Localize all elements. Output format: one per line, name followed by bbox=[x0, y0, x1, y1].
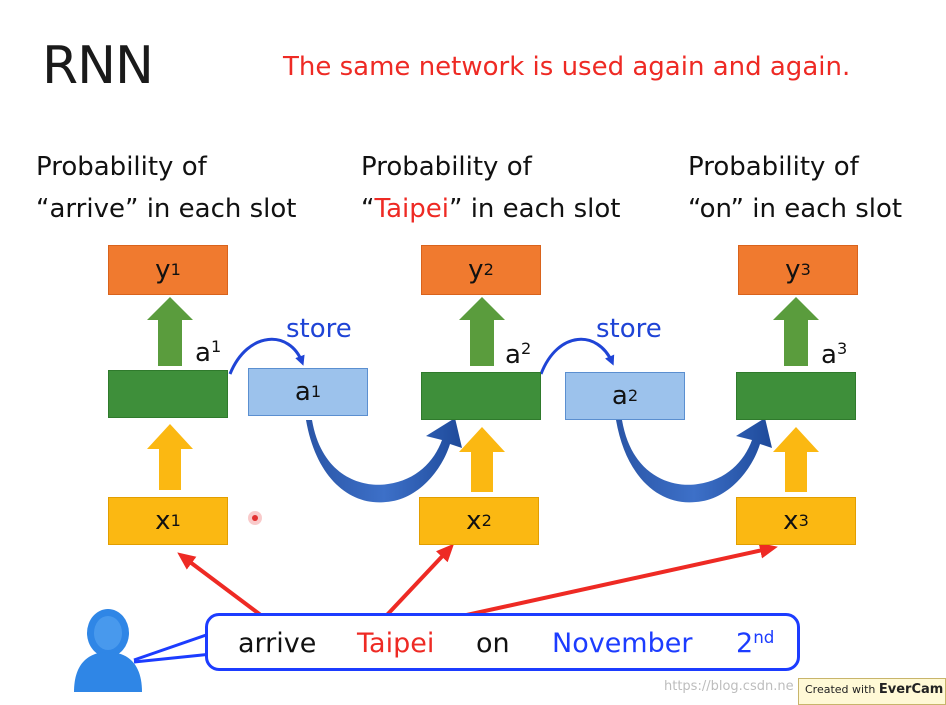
green-up-arrow-1 bbox=[147, 297, 193, 366]
up-arrows-green bbox=[147, 297, 819, 366]
green-up-arrow-2 bbox=[459, 297, 505, 366]
up-arrows-yellow bbox=[147, 424, 819, 492]
word-on: on bbox=[476, 628, 510, 659]
prob-word-on: on bbox=[699, 194, 731, 224]
hidden-label-a3: a3 bbox=[821, 339, 848, 370]
prob-caption-2-line2: “Taipei” in each slot bbox=[361, 194, 621, 224]
word-november: November bbox=[552, 628, 693, 659]
hidden-box-3 bbox=[736, 372, 856, 420]
pointer-arrow-on bbox=[461, 542, 778, 618]
store-arrow-1 bbox=[228, 338, 305, 375]
user-connector-1 bbox=[133, 631, 213, 662]
hidden-label-a1: a1 bbox=[195, 337, 222, 368]
prob-caption-1-line1: Probability of bbox=[36, 152, 207, 182]
prob-word-arrive: arrive bbox=[49, 194, 125, 224]
slide-subtitle: The same network is used again and again… bbox=[283, 52, 851, 82]
word-arrive: arrive bbox=[238, 628, 317, 659]
evercam-badge: Created with EverCam bbox=[798, 678, 946, 705]
csdn-watermark: https://blog.csdn.ne bbox=[664, 679, 794, 694]
store-arrow-2 bbox=[539, 338, 615, 375]
prob-caption-3-line1: Probability of bbox=[688, 152, 859, 182]
sentence-box bbox=[205, 613, 800, 671]
recurrent-curve-1 bbox=[306, 418, 462, 503]
yellow-up-arrow-3 bbox=[773, 427, 819, 492]
hidden-box-1 bbox=[108, 370, 228, 418]
yellow-up-arrow-2 bbox=[459, 427, 505, 492]
store-label-2: store bbox=[596, 314, 662, 344]
recurrent-curve-2 bbox=[616, 418, 772, 503]
pointer-arrow-arrive bbox=[177, 552, 264, 618]
word-taipei: Taipei bbox=[357, 628, 435, 659]
hidden-label-a2: a2 bbox=[505, 339, 532, 370]
prob-caption-3-line2: “on” in each slot bbox=[688, 194, 903, 224]
prob-caption-2: Probability of “Taipei” in each slot bbox=[361, 146, 621, 230]
word-2nd: 2nd bbox=[736, 626, 775, 659]
cursor-indicator bbox=[248, 511, 262, 525]
prob-caption-3: Probability of “on” in each slot bbox=[688, 146, 902, 230]
prob-caption-1-line2: “arrive” in each slot bbox=[36, 194, 297, 224]
slide-title: RNN bbox=[42, 36, 154, 96]
user-icon bbox=[74, 609, 142, 692]
hidden-box-2 bbox=[421, 372, 541, 420]
prob-caption-1: Probability of “arrive” in each slot bbox=[36, 146, 297, 230]
prob-caption-2-line1: Probability of bbox=[361, 152, 532, 182]
store-label-1: store bbox=[286, 314, 352, 344]
green-up-arrow-3 bbox=[773, 297, 819, 366]
user-connector-2 bbox=[133, 652, 213, 664]
prob-word-taipei: Taipei bbox=[374, 194, 449, 224]
pointer-arrow-taipei bbox=[384, 543, 455, 618]
yellow-up-arrow-1 bbox=[147, 424, 193, 490]
